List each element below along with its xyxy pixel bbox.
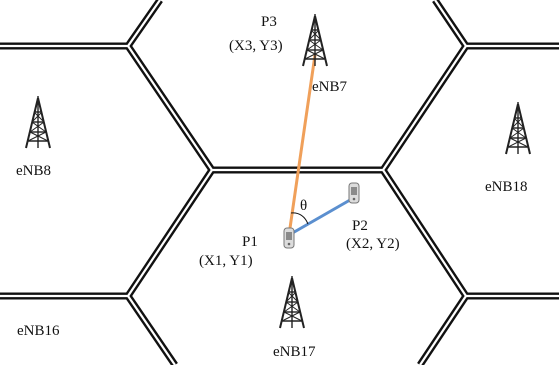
- angle-arc: [290, 212, 309, 225]
- enb8-tower-icon: [25, 95, 51, 149]
- p3-label: P3: [261, 14, 277, 30]
- cell-border-left-lower: [0, 168, 215, 300]
- enb17-label: eNB17: [273, 344, 316, 360]
- p1-to-p3-line: [287, 54, 317, 236]
- theta-label: θ: [300, 198, 307, 214]
- enb7-tower-icon: [302, 13, 328, 67]
- enb17-tower-icon: [279, 275, 305, 329]
- enb18-tower-icon: [505, 101, 531, 155]
- p1-label: P1: [242, 234, 258, 250]
- p1-coordinates-label: (X1, Y1): [199, 253, 253, 269]
- p2-phone-icon: [348, 182, 360, 204]
- cell-border-right-lower: [380, 168, 559, 300]
- enb18-label: eNB18: [485, 179, 528, 195]
- p1-to-p2-line: [288, 198, 351, 237]
- enb16-label: eNB16: [17, 323, 60, 339]
- cell-border-top-left: [0, 0, 163, 50]
- enb7-label: eNB7: [312, 79, 347, 95]
- p3-coordinates-label: (X3, Y3): [229, 38, 283, 54]
- p1-phone-icon: [283, 227, 295, 249]
- enb8-label: eNB8: [16, 163, 51, 179]
- p2-label: P2: [352, 218, 368, 234]
- p2-coordinates-label: (X2, Y2): [346, 236, 400, 252]
- cell-border-top-center: [125, 42, 559, 174]
